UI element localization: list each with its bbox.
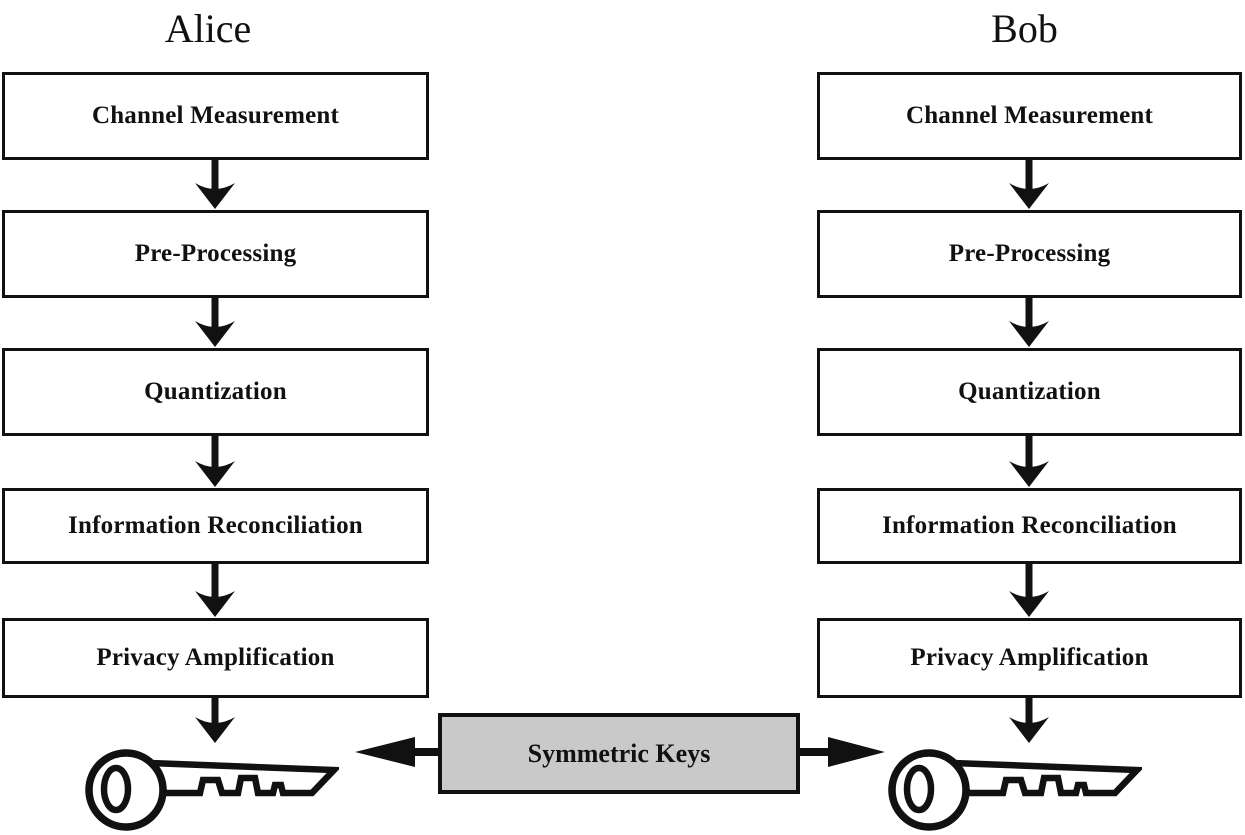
step-box-pre-processing-alice: Pre-Processing xyxy=(2,210,429,298)
step-box-information-reconciliation-alice: Information Reconciliation xyxy=(2,488,429,564)
arrow-down-icon xyxy=(193,436,237,488)
step-box-quantization-alice: Quantization xyxy=(2,348,429,436)
key-icon-bob xyxy=(886,742,1142,835)
arrow-down-icon xyxy=(1007,564,1051,618)
arrow-down-icon xyxy=(1007,698,1051,744)
key-icon-alice xyxy=(83,742,339,835)
step-box-information-reconciliation-bob: Information Reconciliation xyxy=(817,488,1242,564)
column-title-bob: Bob xyxy=(991,6,1058,51)
arrow-down-icon xyxy=(1007,160,1051,210)
arrow-down-icon xyxy=(193,298,237,348)
arrow-left-icon xyxy=(352,734,440,770)
step-box-channel-measurement-alice: Channel Measurement xyxy=(2,72,429,160)
arrow-down-icon xyxy=(193,698,237,744)
arrow-down-icon xyxy=(193,564,237,618)
symmetric-keys-box: Symmetric Keys xyxy=(438,713,800,794)
step-box-privacy-amplification-alice: Privacy Amplification xyxy=(2,618,429,698)
arrow-right-icon xyxy=(798,734,888,770)
step-box-channel-measurement-bob: Channel Measurement xyxy=(817,72,1242,160)
symmetric-keys-label: Symmetric Keys xyxy=(527,738,711,768)
arrow-down-icon xyxy=(1007,436,1051,488)
column-title-alice: Alice xyxy=(164,6,252,51)
arrow-down-icon xyxy=(193,160,237,210)
step-box-pre-processing-bob: Pre-Processing xyxy=(817,210,1242,298)
step-box-quantization-bob: Quantization xyxy=(817,348,1242,436)
step-box-privacy-amplification-bob: Privacy Amplification xyxy=(817,618,1242,698)
arrow-down-icon xyxy=(1007,298,1051,348)
